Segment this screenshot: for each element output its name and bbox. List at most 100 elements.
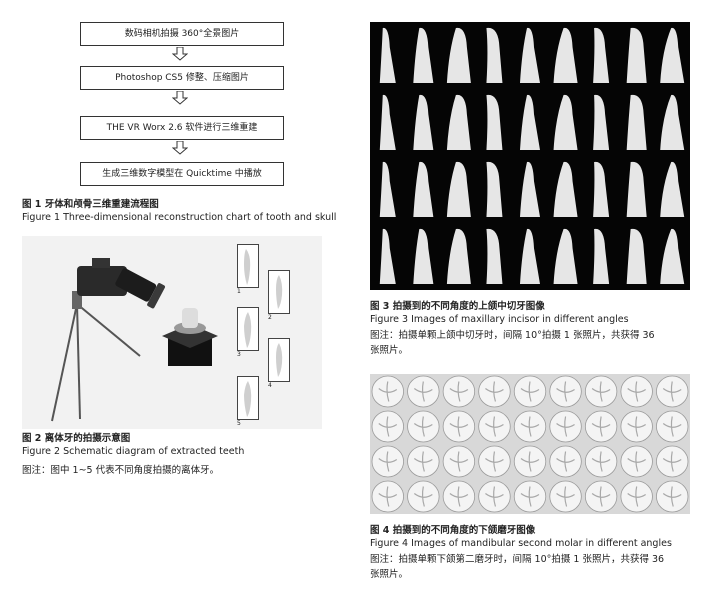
flow-step-4: 生成三维数字模型在 Quicktime 中播放 (80, 162, 284, 186)
molar-photo (656, 445, 689, 478)
molar-photo (442, 480, 476, 513)
thumb-label: 1 (237, 288, 241, 295)
molar-photo (513, 445, 547, 478)
figure-2-note: 图注：图中 1~5 代表不同角度拍摄的离体牙。 (22, 465, 220, 476)
molar-photo (478, 410, 511, 443)
molar-photo (478, 445, 511, 478)
molar-photo (513, 410, 547, 443)
incisor-photo (553, 228, 578, 284)
molar-photo (407, 410, 440, 443)
tooth-thumbnail (237, 244, 259, 288)
incisor-photo (486, 161, 503, 217)
molar-photo (513, 375, 547, 408)
molar-photo (442, 410, 476, 443)
incisor-photo (553, 27, 578, 83)
incisor-photo (520, 27, 540, 83)
figure-3-note-line-2: 张照片。 (370, 345, 409, 356)
figure-2-caption-en: Figure 2 Schematic diagram of extracted … (22, 446, 245, 457)
molar-photo (442, 445, 476, 478)
molar-photo (584, 375, 618, 408)
incisor-photo (520, 161, 540, 217)
molar-photo (656, 375, 689, 408)
incisor-photo (626, 228, 647, 284)
molar-photo (620, 480, 653, 513)
molar-photo (549, 410, 582, 443)
figure-4-image (370, 374, 690, 514)
incisor-photo (660, 27, 685, 83)
incisor-photo (553, 161, 578, 217)
incisor-photo (593, 161, 610, 217)
molar-photo (620, 375, 653, 408)
incisor-photo (413, 161, 434, 217)
molar-photo (549, 445, 582, 478)
incisor-photo (486, 27, 503, 83)
figure-4-note-line-2: 张照片。 (370, 569, 409, 580)
molar-photo (371, 480, 404, 513)
incisor-photo (379, 94, 396, 150)
tooth-thumbnail (268, 270, 290, 314)
down-arrow-icon (172, 47, 188, 61)
molar-image-grid (371, 375, 689, 513)
thumb-label: 5 (237, 420, 241, 427)
incisor-photo (626, 27, 647, 83)
molar-photo (620, 445, 653, 478)
molar-photo (549, 480, 582, 513)
molar-photo (584, 445, 618, 478)
figure-1-caption-en: Figure 1 Three-dimensional reconstructio… (22, 212, 337, 223)
incisor-photo (660, 94, 685, 150)
incisor-photo (446, 27, 471, 83)
molar-photo (656, 410, 689, 443)
incisor-photo (413, 27, 434, 83)
incisor-photo (379, 161, 396, 217)
down-arrow-icon (172, 91, 188, 105)
incisor-photo (486, 94, 503, 150)
figure-1-caption-cn: 图 1 牙体和颅骨三维重建流程图 (22, 199, 159, 210)
molar-photo (478, 480, 511, 513)
incisor-photo (413, 228, 434, 284)
incisor-photo (379, 27, 396, 83)
incisor-photo (553, 94, 578, 150)
molar-photo (620, 410, 653, 443)
figure-4-caption-en: Figure 4 Images of mandibular second mol… (370, 538, 672, 549)
molar-photo (371, 410, 404, 443)
tooth-thumbnail (237, 307, 259, 351)
molar-photo (478, 375, 511, 408)
incisor-photo (446, 161, 471, 217)
thumb-label: 4 (268, 382, 272, 389)
molar-photo (371, 445, 404, 478)
figure-2-caption-cn: 图 2 离体牙的拍摄示意图 (22, 433, 131, 444)
incisor-image-grid (379, 27, 685, 284)
incisor-photo (446, 94, 471, 150)
molar-photo (371, 375, 404, 408)
thumb-label: 2 (268, 314, 272, 321)
figure-3-caption-cn: 图 3 拍摄到的不同角度的上颌中切牙图像 (370, 301, 545, 312)
figure-3-note-line-1: 图注：拍摄单颗上颌中切牙时，间隔 10°拍摄 1 张照片，共获得 36 (370, 330, 655, 341)
down-arrow-icon (172, 141, 188, 155)
molar-photo (584, 410, 618, 443)
tooth-thumbnail (268, 338, 290, 382)
incisor-photo (379, 228, 396, 284)
incisor-photo (593, 27, 610, 83)
flow-step-1: 数码相机拍摄 360°全景图片 (80, 22, 284, 46)
tooth-thumbnail (237, 376, 259, 420)
camera-tripod-illustration (51, 258, 218, 422)
incisor-photo (446, 228, 471, 284)
flow-step-2: Photoshop CS5 修整、压缩图片 (80, 66, 284, 90)
figure-2-image (22, 236, 322, 429)
incisor-photo (593, 94, 610, 150)
molar-photo (407, 375, 440, 408)
incisor-photo (486, 228, 503, 284)
incisor-photo (520, 228, 540, 284)
incisor-photo (660, 161, 685, 217)
figure-3-image (370, 22, 690, 290)
molar-photo (407, 480, 440, 513)
molar-photo (442, 375, 476, 408)
incisor-photo (593, 228, 610, 284)
thumb-label: 3 (237, 351, 241, 358)
molar-photo (513, 480, 547, 513)
incisor-photo (413, 94, 434, 150)
flow-step-3: THE VR Worx 2.6 软件进行三维重建 (80, 116, 284, 140)
molar-photo (656, 480, 689, 513)
incisor-photo (626, 161, 647, 217)
figure-3-caption-en: Figure 3 Images of maxillary incisor in … (370, 314, 629, 325)
